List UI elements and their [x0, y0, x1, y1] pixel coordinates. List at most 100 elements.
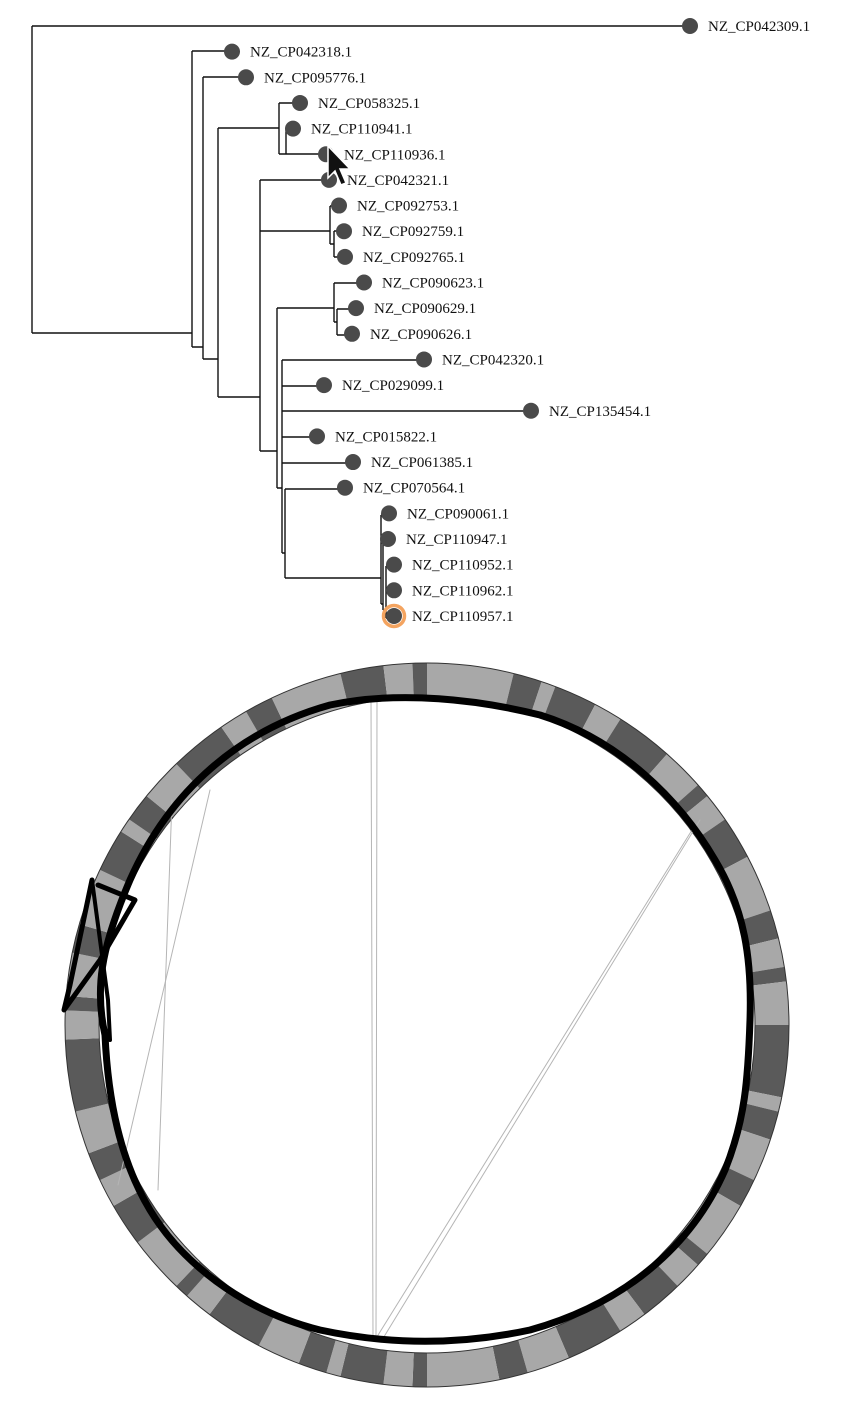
leaf-label[interactable]: NZ_CP110957.1 — [412, 609, 514, 625]
tree-leaf[interactable]: NZ_CP092765.1 — [337, 248, 465, 266]
leaf-label[interactable]: NZ_CP135454.1 — [549, 404, 651, 420]
leaf-label[interactable]: NZ_CP029099.1 — [342, 378, 444, 394]
leaf-node-dot[interactable] — [316, 377, 332, 394]
tree-leaf[interactable]: NZ_CP090061.1 — [381, 505, 509, 522]
ring-segment — [518, 1326, 569, 1373]
leaf-label[interactable]: NZ_CP015822.1 — [335, 429, 437, 445]
leaf-label[interactable]: NZ_CP110962.1 — [412, 583, 514, 599]
leaf-node-dot[interactable] — [682, 18, 698, 34]
leaf-label[interactable]: NZ_CP042320.1 — [442, 352, 544, 368]
ring-segment — [65, 1010, 100, 1040]
leaf-label[interactable]: NZ_CP090629.1 — [374, 301, 476, 317]
leaf-node-dot[interactable] — [321, 171, 337, 188]
leaf-label[interactable]: NZ_CP110952.1 — [412, 558, 514, 574]
ring-segment — [427, 1346, 500, 1387]
tree-leaf[interactable]: NZ_CP042318.1 — [224, 43, 352, 61]
leaf-label[interactable]: NZ_CP061385.1 — [371, 455, 473, 471]
tree-leaf[interactable]: NZ_CP042320.1 — [416, 351, 544, 368]
tree-leaf[interactable]: NZ_CP090626.1 — [344, 325, 472, 343]
alignment-ribbon — [61, 877, 138, 1013]
alignment-ribbons — [61, 694, 754, 1345]
leaf-node-dot[interactable] — [224, 43, 240, 60]
ring-segment — [530, 681, 556, 719]
tree-leaf[interactable]: NZ_CP110962.1 — [386, 582, 514, 599]
ring-segment — [752, 981, 789, 1025]
ring-segment — [209, 1287, 275, 1346]
ring-segment — [750, 966, 787, 986]
tree-branch — [191, 50, 232, 348]
tree-leaf[interactable]: NZ_CP092759.1 — [336, 223, 464, 240]
leaf-node-dot[interactable] — [337, 479, 353, 496]
leaf-label[interactable]: NZ_CP110947.1 — [406, 532, 508, 548]
leaf-node-dot[interactable] — [345, 454, 361, 471]
leaf-node-dot[interactable] — [381, 505, 397, 522]
leaf-label[interactable]: NZ_CP058325.1 — [318, 96, 420, 112]
leaf-node-dot[interactable] — [416, 351, 432, 368]
leaf-node-dot[interactable] — [238, 69, 254, 86]
tree-leaf[interactable]: NZ_CP061385.1 — [345, 454, 473, 471]
ring-outer-border — [64, 662, 790, 1388]
leaf-node-dot[interactable] — [337, 248, 353, 265]
leaf-node-dot[interactable] — [331, 197, 347, 214]
leaf-label[interactable]: NZ_CP070564.1 — [363, 481, 465, 497]
tree-leaf[interactable]: NZ_CP110947.1 — [380, 531, 508, 548]
leaf-label[interactable]: NZ_CP042321.1 — [347, 173, 449, 189]
leaf-node-dot[interactable] — [348, 300, 364, 317]
ring-segment — [99, 831, 150, 885]
leaf-label[interactable]: NZ_CP110941.1 — [311, 122, 413, 138]
leaf-node-dot[interactable] — [386, 556, 402, 573]
leaf-node-dot[interactable] — [356, 274, 372, 291]
tree-leaf[interactable]: NZ_CP110952.1 — [386, 556, 514, 574]
tree-branch — [284, 488, 381, 579]
leaf-node-dot[interactable] — [292, 94, 308, 111]
leaf-label[interactable]: NZ_CP090623.1 — [382, 276, 484, 292]
tree-leaf[interactable]: NZ_CP095776.1 — [238, 69, 366, 86]
synteny-link — [370, 697, 374, 1341]
leaf-label[interactable]: NZ_CP092753.1 — [357, 199, 459, 215]
leaf-label[interactable]: NZ_CP092759.1 — [362, 224, 464, 240]
tree-leaf[interactable]: NZ_CP070564.1 — [337, 479, 465, 497]
ring-segment — [137, 1222, 200, 1287]
tree-leaf[interactable]: NZ_CP029099.1 — [316, 377, 444, 394]
ring-segment — [745, 938, 785, 973]
tree-leaves: NZ_CP042309.1NZ_CP042318.1NZ_CP095776.1N… — [224, 18, 810, 629]
ring-segment — [427, 663, 514, 707]
leaf-node-dot[interactable] — [380, 531, 396, 547]
tree-leaf[interactable]: NZ_CP058325.1 — [292, 94, 420, 112]
leaf-label[interactable]: NZ_CP110936.1 — [344, 147, 446, 163]
tree-leaf[interactable]: NZ_CP110941.1 — [285, 120, 413, 138]
leaf-label[interactable]: NZ_CP090626.1 — [370, 327, 472, 343]
leaf-label[interactable]: NZ_CP095776.1 — [264, 70, 366, 86]
alignment-ribbon — [90, 878, 112, 1042]
ring-segment — [383, 1350, 414, 1387]
leaf-label[interactable]: NZ_CP042318.1 — [250, 45, 352, 61]
tree-leaf[interactable]: NZ_CP110957.1 — [381, 603, 514, 629]
leaf-label[interactable]: NZ_CP090061.1 — [407, 506, 509, 522]
leaf-node-dot[interactable] — [336, 223, 352, 240]
leaf-node-dot[interactable] — [344, 325, 360, 342]
leaf-node-dot[interactable] — [386, 607, 402, 624]
ring-segment — [75, 1103, 121, 1154]
ring-segment — [745, 1090, 782, 1112]
tree-leaf[interactable]: NZ_CP015822.1 — [309, 428, 437, 445]
ring-segment — [602, 719, 668, 780]
tree-leaf[interactable]: NZ_CP090629.1 — [348, 300, 476, 317]
leaf-label[interactable]: NZ_CP092765.1 — [363, 250, 465, 266]
tree-leaf[interactable]: NZ_CP090623.1 — [356, 274, 484, 292]
ring-segment — [644, 754, 698, 808]
leaf-node-dot[interactable] — [309, 428, 325, 445]
ring-segment — [146, 763, 200, 818]
tree-leaf[interactable]: NZ_CP042321.1 — [321, 171, 449, 189]
leaf-node-dot[interactable] — [523, 402, 539, 419]
leaf-node-dot[interactable] — [386, 582, 402, 599]
tree-leaf[interactable]: NZ_CP135454.1 — [523, 402, 651, 420]
ring-segment — [717, 856, 771, 922]
leaf-label[interactable]: NZ_CP042309.1 — [708, 19, 810, 35]
tree-leaf[interactable]: NZ_CP042309.1 — [682, 18, 810, 35]
leaf-node-dot[interactable] — [285, 120, 301, 137]
synteny-link — [157, 799, 173, 1191]
tree-leaf[interactable]: NZ_CP092753.1 — [331, 197, 459, 215]
synteny-link — [117, 789, 211, 1186]
tree-branch — [259, 179, 330, 452]
